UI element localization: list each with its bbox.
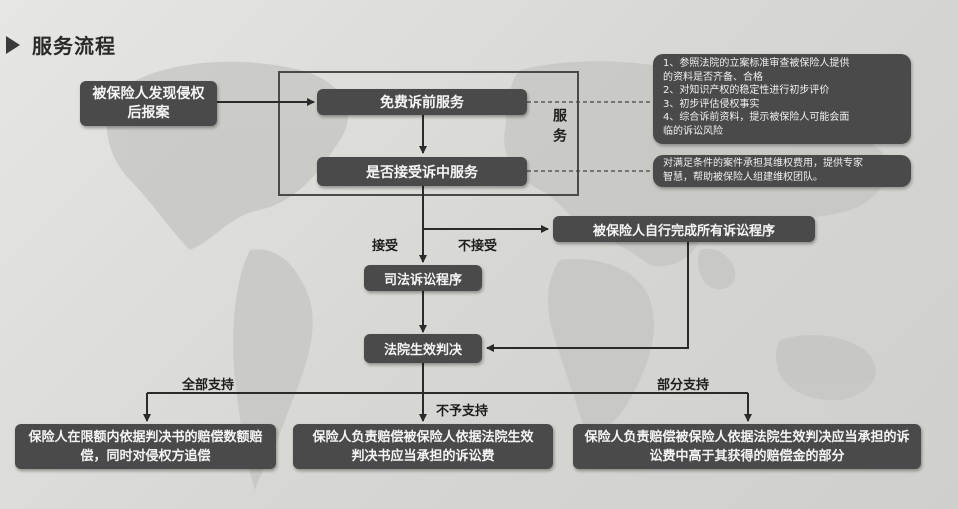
label-reject: 不接受 bbox=[458, 239, 498, 254]
label-accept: 接受 bbox=[372, 239, 399, 254]
service-group-frame bbox=[278, 71, 579, 196]
section-header: 服务流程 bbox=[6, 30, 116, 59]
node-free-service: 免费诉前服务 bbox=[317, 89, 527, 115]
node-judicial: 司法诉讼程序 bbox=[364, 265, 482, 291]
label-no-support: 不予支持 bbox=[436, 404, 489, 419]
note-line: 的资料是否齐备、合格 bbox=[663, 71, 763, 83]
node-accept-service: 是否接受诉中服务 bbox=[317, 157, 527, 186]
note-line: 对满足条件的案件承担其维权费用，提供专家 bbox=[663, 158, 863, 169]
arrow-self-to-judgment bbox=[486, 242, 689, 352]
note-line: 4、综合诉前资料，提示被保险人可能会面 bbox=[663, 112, 850, 124]
page-title: 服务流程 bbox=[32, 34, 116, 58]
note-line: 智慧，帮助被保险人组建维权团队。 bbox=[663, 171, 823, 183]
node-outcome-none: 保险人负责赔偿被保险人依据法院生效判决书应当承担的诉讼费 bbox=[293, 424, 553, 469]
node-outcome-partial: 保险人负责赔偿被保险人依据法院生效判决应当承担的诉讼费中高于其获得的赔偿金的部分 bbox=[573, 424, 921, 469]
node-self-complete: 被保险人自行完成所有诉讼程序 bbox=[553, 216, 815, 242]
node-report: 被保险人发现侵权后报案 bbox=[80, 81, 217, 126]
play-triangle-icon bbox=[6, 35, 20, 54]
note-line: 2、对知识产权的稳定性进行初步评价 bbox=[663, 85, 830, 97]
node-judgment: 法院生效判决 bbox=[364, 334, 482, 363]
note-line: 临的诉讼风险 bbox=[663, 125, 723, 137]
note-line: 3、初步评估侵权事实 bbox=[663, 98, 760, 110]
label-partial-support: 部分支持 bbox=[657, 378, 710, 393]
service-group-label: 服务 bbox=[551, 108, 567, 148]
note-pre-service: 1、参照法院的立案标准审查被保险人提供 的资料是否齐备、合格 2、对知识产权的稳… bbox=[653, 54, 911, 144]
node-outcome-full: 保险人在限额内依据判决书的赔偿数额赔偿，同时对侵权方追偿 bbox=[15, 424, 276, 469]
note-line: 1、参照法院的立案标准审查被保险人提供 bbox=[663, 58, 850, 69]
note-in-service: 对满足条件的案件承担其维权费用，提供专家 智慧，帮助被保险人组建维权团队。 bbox=[653, 155, 911, 187]
label-full-support: 全部支持 bbox=[182, 378, 235, 393]
